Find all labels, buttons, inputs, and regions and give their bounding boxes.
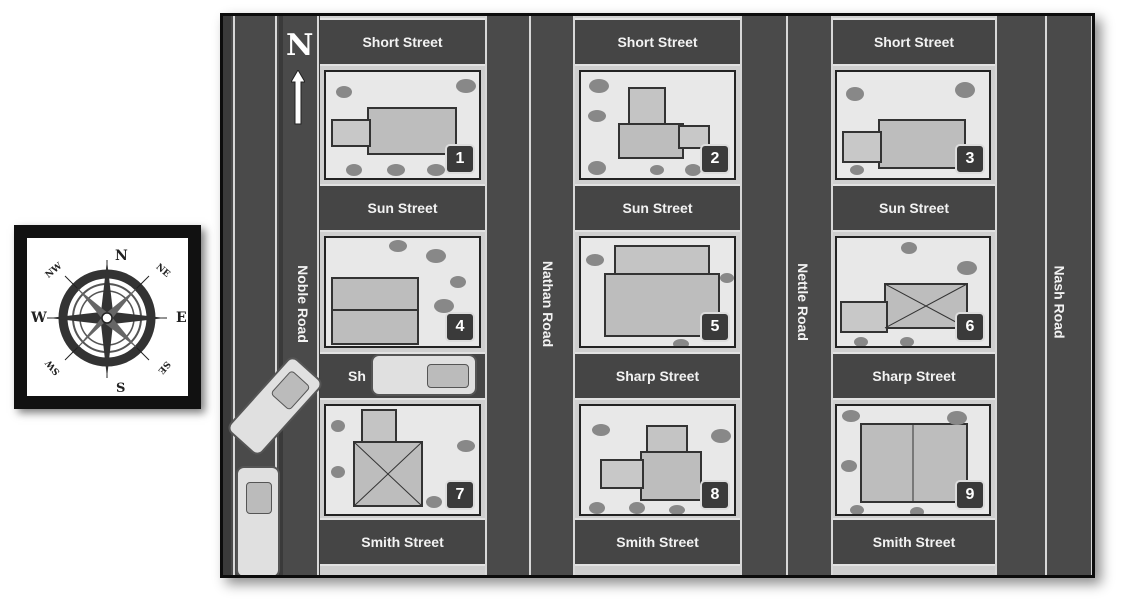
lot-number-badge: 5 [700,312,730,342]
compass-north-label: N [115,248,128,264]
smith-street-col2: Smith Street [575,518,740,566]
lot-number-badge: 1 [445,144,475,174]
compass-rose-frame: N S E W NE NW SE SW [14,225,201,409]
short-street-col3: Short Street [833,18,995,66]
house-icon [842,82,975,175]
compass-south-label: S [116,381,126,396]
compass-west-label: W [31,310,47,326]
lot-7: 7 [324,404,481,516]
smith-street-col3: Smith Street [833,518,995,566]
lot-9: 9 [835,404,991,516]
lot-4: 4 [324,236,481,348]
lot-8: 8 [579,404,736,516]
house-icon [331,79,476,176]
lot-number-badge: 8 [700,480,730,510]
north-indicator-label: N [286,28,314,63]
lot-1: 1 [324,70,481,180]
compass-rose: N S E W NE NW SE SW [27,238,188,396]
lot-2: 2 [579,70,736,180]
lot-5: 5 [579,236,736,348]
nash-road-label: Nash Road [1051,265,1068,339]
nash-road [995,16,1092,575]
lot-number-badge: 3 [955,144,985,174]
lot-number-badge: 4 [445,312,475,342]
north-arrow-icon [291,70,305,125]
street-map: Short Street Sun Street Sh Smith Street … [220,13,1095,578]
short-street-col2: Short Street [575,18,740,66]
nettle-road-label: Nettle Road [794,263,811,341]
house-icon [586,245,734,346]
house-icon [331,409,475,508]
car-icon [236,466,280,575]
house-icon [588,79,710,176]
nettle-road [740,16,833,575]
car-icon [371,354,477,396]
lot-6: 6 [835,236,991,348]
noble-road-label: Noble Road [294,265,311,343]
nathan-road [485,16,575,575]
sun-street-col2: Sun Street [575,184,740,232]
short-street-col1: Short Street [320,18,485,66]
compass-east-label: E [176,310,187,326]
sun-street-col3: Sun Street [833,184,995,232]
lot-number-badge: 6 [955,312,985,342]
lot-3: 3 [835,70,991,180]
lot-number-badge: 2 [700,144,730,174]
sun-street-col1: Sun Street [320,184,485,232]
house-icon [589,424,731,514]
compass-star-icon [47,260,167,378]
house-icon [841,410,968,514]
house-icon [331,240,466,345]
nathan-road-label: Nathan Road [540,260,557,348]
sharp-street-col2: Sharp Street [575,352,740,400]
house-icon [840,242,977,346]
lot-number-badge: 7 [445,480,475,510]
lot-number-badge: 9 [955,480,985,510]
sharp-street-col3: Sharp Street [833,352,995,400]
smith-street-col1: Smith Street [320,518,485,566]
